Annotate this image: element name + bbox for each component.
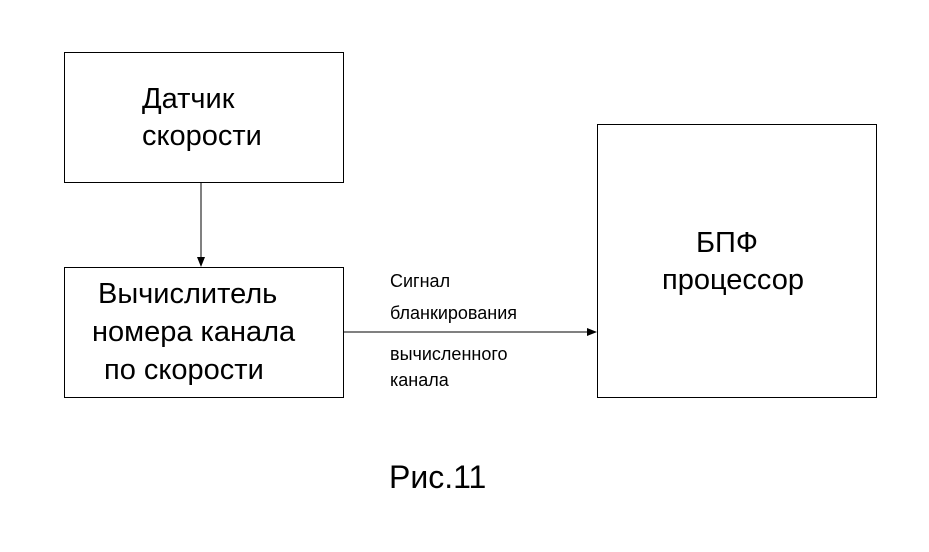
fft-processor-label-line2: процессор xyxy=(662,264,804,296)
signal-label-line3: вычисленного xyxy=(390,344,508,364)
channel-calculator-block xyxy=(64,267,344,398)
signal-label-line1: Сигнал xyxy=(390,271,451,291)
speed-sensor-block xyxy=(64,52,344,183)
fft-processor-block xyxy=(597,124,877,398)
channel-calculator-label-line2: номера канала xyxy=(92,316,296,348)
speed-sensor-label-line2: скорости xyxy=(142,120,262,152)
signal-label-line4: канала xyxy=(390,370,449,390)
figure-caption: Рис.11 xyxy=(389,459,487,495)
signal-label-line2: бланкирования xyxy=(390,303,518,323)
fft-processor-label-line1: БПФ xyxy=(696,227,758,259)
channel-calculator-label-line1: Вычислитель xyxy=(98,278,278,310)
channel-calculator-label-line3: по скорости xyxy=(104,354,264,386)
speed-sensor-label-line1: Датчик xyxy=(142,83,235,115)
